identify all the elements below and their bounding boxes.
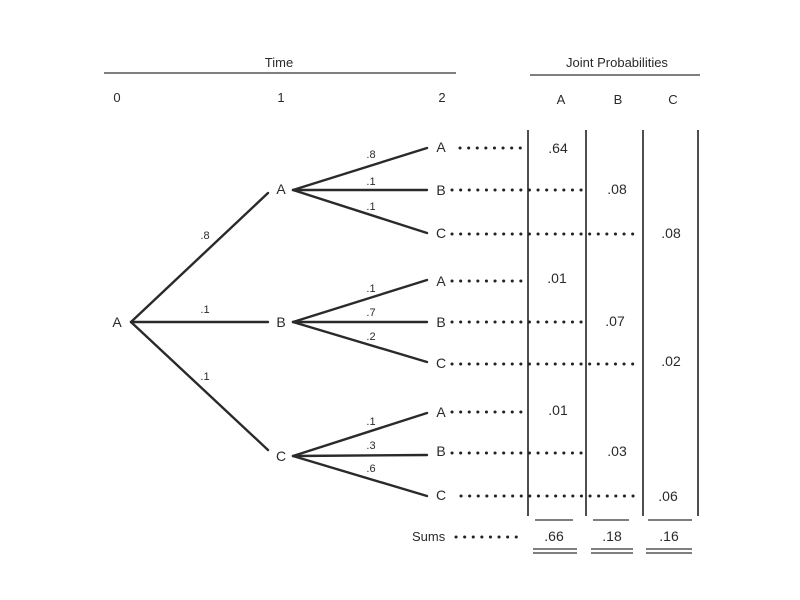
branch-a-to-c [291, 188, 429, 235]
joint-column-a-header: A [557, 92, 566, 107]
branch-c-to-a [291, 411, 429, 458]
node-t2-cb: B [436, 443, 445, 459]
prob-ab: .1 [366, 176, 375, 188]
node-t2-aa: A [436, 139, 446, 155]
joint-ba-value: .01 [547, 270, 567, 286]
prob-ba: .1 [366, 283, 375, 295]
branch-root-to-c [129, 320, 270, 452]
prob-aa: .8 [366, 149, 375, 161]
node-t2-bb: B [436, 314, 445, 330]
joint-column-b-header: B [614, 92, 623, 107]
prob-ac: .1 [366, 201, 375, 213]
joint-bb-value: .07 [605, 313, 625, 329]
node-t2-ab: B [436, 182, 445, 198]
joint-column-c-header: C [668, 92, 677, 107]
node-t1-a: A [276, 181, 286, 197]
joint-cc-value: .06 [658, 488, 678, 504]
prob-cc: .6 [366, 463, 375, 475]
node-t2-ac: C [436, 225, 446, 241]
node-t2-bc: C [436, 355, 446, 371]
branch-c-to-b [291, 453, 429, 458]
branch-b-to-a [291, 278, 429, 324]
period-0-label: 0 [113, 90, 120, 105]
time-header: Time [265, 55, 293, 70]
joint-cb-value: .03 [607, 443, 627, 459]
joint-ca-value: .01 [548, 402, 568, 418]
prob-ca: .1 [366, 416, 375, 428]
prob-root-b: .1 [200, 304, 209, 316]
node-t2-cc: C [436, 487, 446, 503]
joint-probabilities-header: Joint Probabilities [566, 55, 668, 70]
prob-bc: .2 [366, 331, 375, 343]
period-1-label: 1 [277, 90, 284, 105]
sums-label: Sums [412, 529, 446, 544]
sum-b-value: .18 [602, 528, 622, 544]
branch-b-to-c [291, 320, 429, 364]
node-t2-ca: A [436, 404, 446, 420]
node-t2-ba: A [436, 273, 446, 289]
branch-a-to-a [291, 146, 429, 192]
joint-aa-value: .64 [548, 140, 568, 156]
prob-bb: .7 [366, 307, 375, 319]
node-t1-b: B [276, 314, 285, 330]
root-node-label: A [112, 314, 122, 330]
branch-c-to-c [291, 454, 429, 498]
joint-ab-value: .08 [607, 181, 627, 197]
prob-cb: .3 [366, 440, 375, 452]
prob-root-c: .1 [200, 371, 209, 383]
joint-bc-value: .02 [661, 353, 681, 369]
node-t1-c: C [276, 448, 286, 464]
prob-root-a: .8 [200, 230, 209, 242]
sum-a-value: .66 [544, 528, 564, 544]
period-2-label: 2 [438, 90, 445, 105]
sum-c-value: .16 [659, 528, 679, 544]
branch-root-to-a [129, 191, 270, 324]
joint-ac-value: .08 [661, 225, 681, 241]
